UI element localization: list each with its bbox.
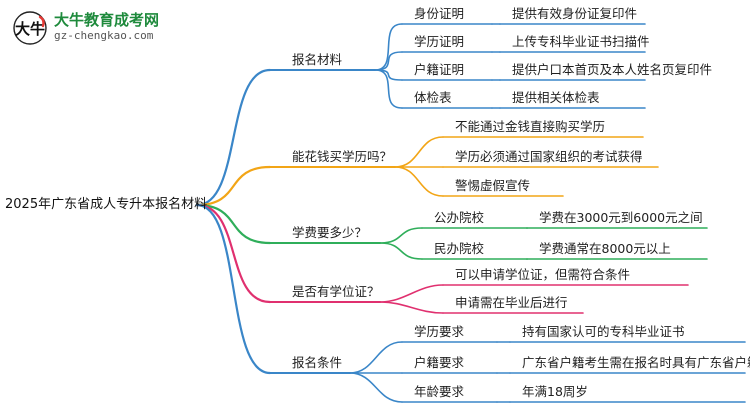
branch-label[interactable]: 报名材料 bbox=[292, 52, 343, 67]
branch-label[interactable]: 报名条件 bbox=[292, 355, 343, 370]
branch-connector bbox=[195, 203, 272, 245]
leaf-label[interactable]: 警惕虚假宣传 bbox=[455, 178, 531, 193]
leaf-connector bbox=[379, 242, 423, 260]
detail-label[interactable]: 提供户口本首页及本人姓名页复印件 bbox=[512, 62, 713, 77]
leaf-label[interactable]: 体检表 bbox=[414, 90, 452, 105]
logo-glyphs: 大牛 bbox=[15, 20, 45, 38]
leaf-label[interactable]: 申请需在毕业后进行 bbox=[455, 295, 568, 310]
leaf-label[interactable]: 户籍证明 bbox=[414, 62, 465, 77]
branch-label[interactable]: 能花钱买学历吗？ bbox=[292, 149, 393, 164]
leaf-label[interactable]: 学历证明 bbox=[414, 34, 465, 49]
leaf-label[interactable]: 可以申请学位证，但需符合条件 bbox=[455, 267, 631, 282]
leaf-connector bbox=[374, 23, 403, 71]
detail-label[interactable]: 学费在3000元到6000元之间 bbox=[539, 210, 703, 225]
branch-connector bbox=[195, 68, 272, 207]
brand-logo[interactable]: 大牛 大牛教育成考网 gz-chengkao.com bbox=[8, 6, 188, 48]
root-topic[interactable]: 2025年广东省成人专升本报名材料 bbox=[5, 197, 208, 212]
leaf-label[interactable]: 学历要求 bbox=[414, 324, 465, 339]
leaf-connector bbox=[349, 372, 403, 403]
leaf-label[interactable]: 户籍要求 bbox=[414, 355, 465, 370]
leaf-connector bbox=[379, 227, 423, 244]
leaf-label[interactable]: 身份证明 bbox=[414, 6, 465, 21]
brand-name: 大牛教育成考网 bbox=[54, 11, 160, 29]
leaf-connector bbox=[379, 301, 444, 314]
leaf-connector bbox=[349, 341, 403, 374]
detail-label[interactable]: 提供相关体检表 bbox=[512, 90, 600, 105]
leaf-label[interactable]: 年龄要求 bbox=[414, 384, 465, 399]
leaf-label[interactable]: 民办院校 bbox=[434, 241, 485, 256]
detail-label[interactable]: 学费通常在8000元以上 bbox=[539, 241, 671, 256]
brand-url: gz-chengkao.com bbox=[54, 29, 154, 42]
leaf-connector bbox=[374, 69, 403, 81]
branch-label[interactable]: 学费要多少？ bbox=[292, 225, 368, 240]
leaf-label[interactable]: 公办院校 bbox=[434, 210, 485, 225]
branch-label[interactable]: 是否有学位证？ bbox=[292, 284, 380, 299]
leaf-connector bbox=[394, 136, 444, 168]
detail-label[interactable]: 广东省户籍考生需在报名时具有广东省户籍 bbox=[522, 355, 750, 370]
leaf-label[interactable]: 学历必须通过国家组织的考试获得 bbox=[455, 149, 643, 164]
branch-connector bbox=[195, 203, 272, 304]
leaf-label[interactable]: 不能通过金钱直接购买学历 bbox=[455, 119, 606, 134]
detail-label[interactable]: 年满18周岁 bbox=[522, 384, 588, 399]
branch-connector bbox=[195, 165, 272, 207]
detail-label[interactable]: 上传专科毕业证书扫描件 bbox=[512, 34, 650, 49]
branch-connector bbox=[195, 203, 272, 375]
leaf-connector bbox=[379, 284, 444, 303]
leaf-connector bbox=[394, 166, 444, 197]
detail-label[interactable]: 提供有效身份证复印件 bbox=[512, 6, 638, 21]
leaf-connector bbox=[374, 69, 403, 109]
logo-icon: 大牛 bbox=[13, 11, 47, 45]
detail-label[interactable]: 持有国家认可的专科毕业证书 bbox=[522, 324, 685, 339]
